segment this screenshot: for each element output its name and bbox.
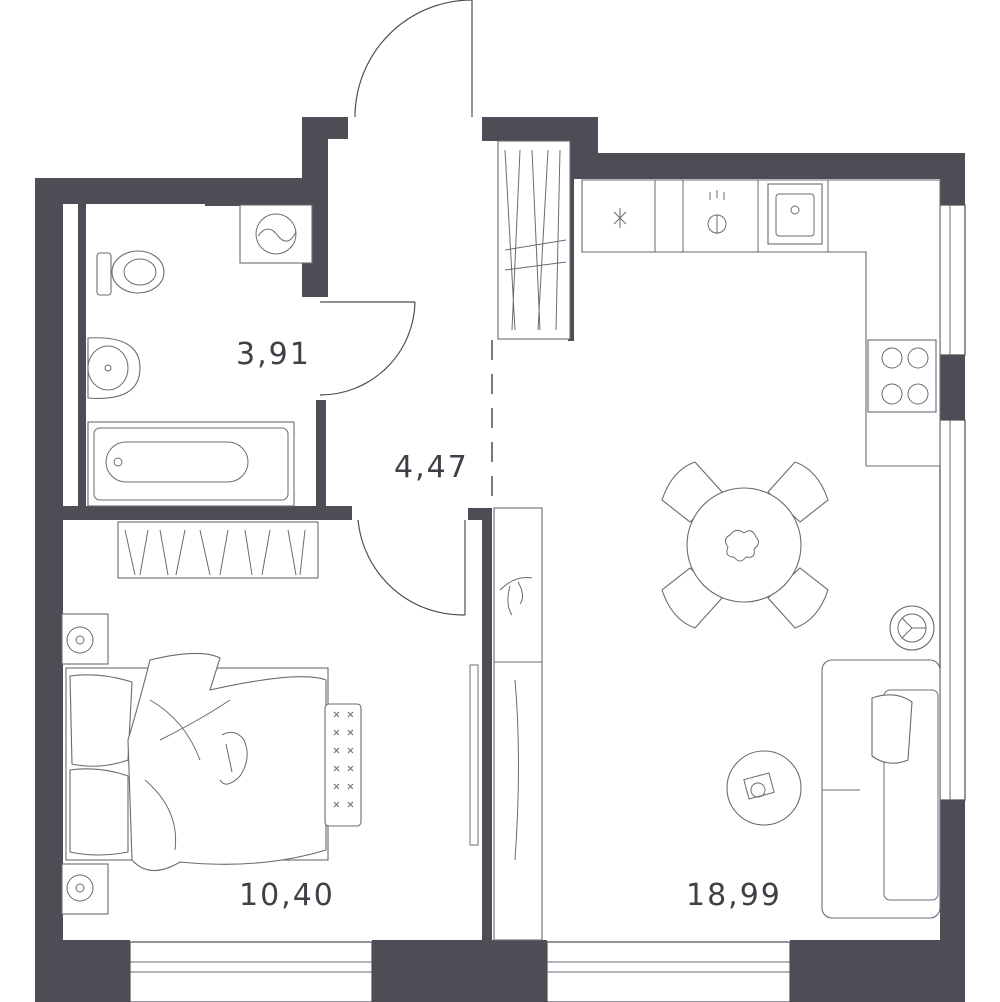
wardrobe-icon	[497, 140, 571, 340]
cat-icon	[219, 731, 248, 785]
faucet-icon	[707, 190, 727, 234]
rug-icon	[324, 703, 362, 827]
plant-icon	[499, 577, 533, 616]
bedroom-area-label: 10,40	[239, 878, 335, 913]
mirror-icon	[469, 664, 479, 846]
chair-icon	[661, 461, 829, 629]
wardrobe-icon	[493, 507, 543, 941]
windows	[129, 204, 966, 1002]
toilet-icon	[96, 250, 165, 296]
stove-icon	[867, 339, 937, 413]
door-icon	[319, 0, 493, 616]
coffee-table-icon	[726, 750, 802, 826]
floor-lamp-icon	[889, 605, 935, 651]
walls	[35, 117, 965, 1002]
washing-machine-icon	[239, 204, 313, 264]
sofa-icon	[821, 659, 941, 919]
nightstand-lamp-icon	[61, 613, 109, 915]
bathroom-area-label: 3,91	[236, 337, 311, 372]
kitchen-sink-icon	[767, 183, 823, 245]
hallway-area-label: 4,47	[394, 450, 469, 485]
kitchen-counter	[581, 179, 941, 467]
bed-icon	[65, 652, 329, 872]
kitchen-living-area-label: 18,99	[686, 878, 782, 913]
bathtub-icon	[87, 421, 295, 507]
sink-icon	[87, 337, 141, 399]
dining-table-icon	[686, 487, 802, 603]
wardrobe-icon	[117, 521, 319, 579]
